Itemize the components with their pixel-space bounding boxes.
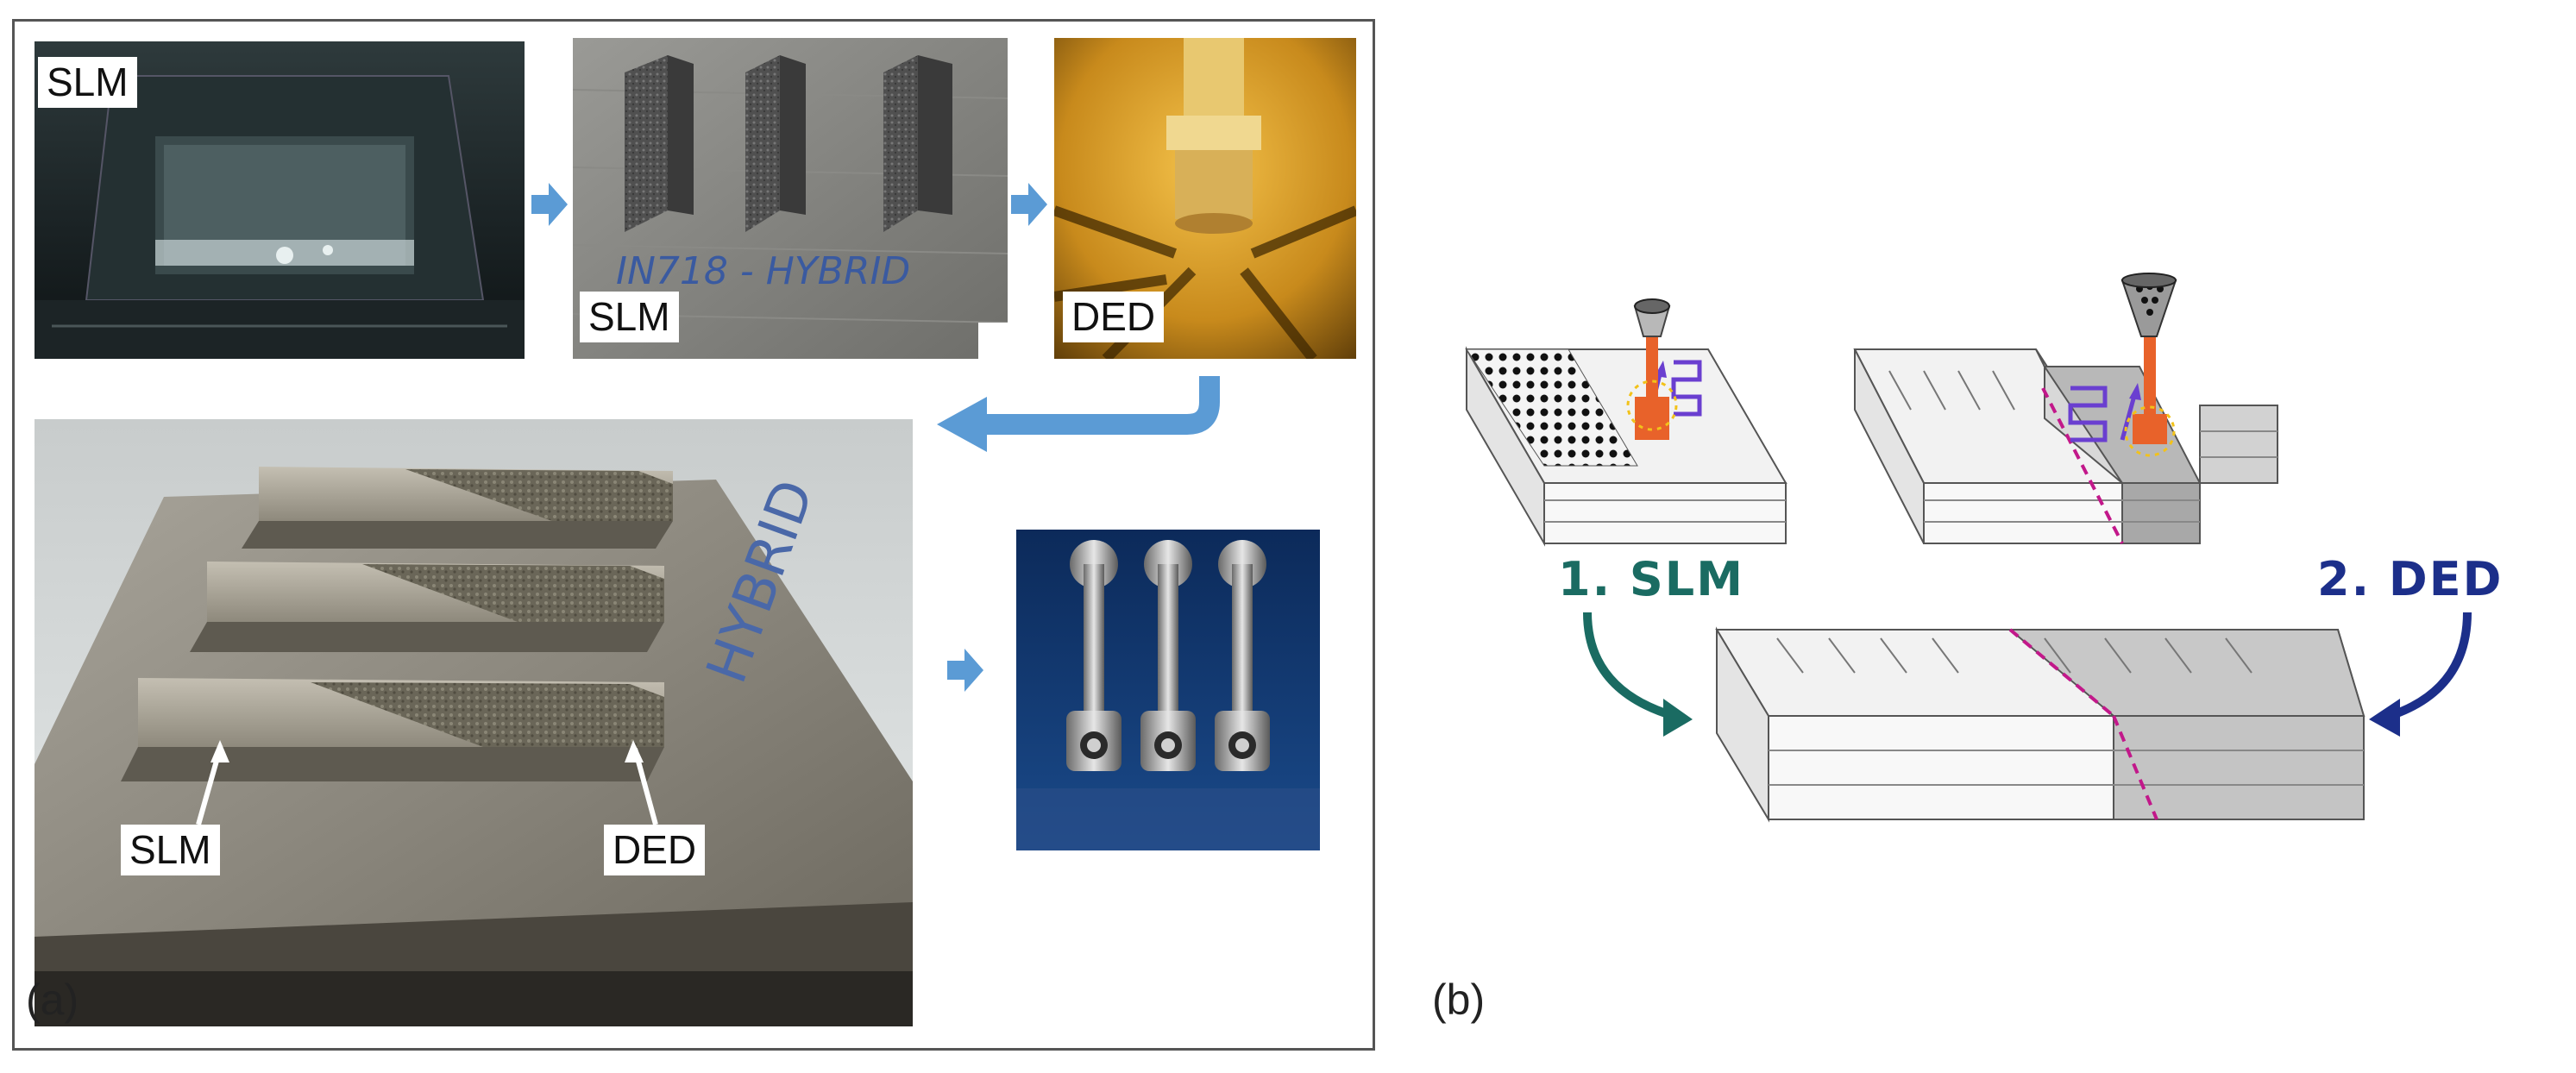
slm-curved-arrow [1583, 612, 1675, 720]
photo3-ded-label: DED [1063, 292, 1165, 342]
slm-block [1465, 298, 1787, 547]
panel-a-frame [12, 19, 1375, 1051]
tensile-specimens-photo [1016, 530, 1320, 850]
panel-b-tag: (b) [1432, 976, 1486, 1024]
photo2-slm-label: SLM [580, 292, 679, 342]
flow-arrow-2 [1011, 183, 1047, 226]
flow-arrow-1 [531, 183, 568, 226]
step1-slm-label: 1. SLM [1558, 552, 1744, 606]
ded-curved-arrow [2388, 612, 2472, 720]
panel-a-tag: (a) [26, 976, 79, 1024]
photo2-handwriting: IN718 - HYBRID [616, 249, 910, 293]
hybrid-part-photo: HYBRID [35, 419, 913, 1026]
slm-machine-photo [35, 41, 525, 359]
flow-arrow-3 [947, 649, 983, 692]
hybrid-result-block [1715, 626, 2366, 823]
main-ded-label: DED [604, 825, 706, 875]
main-slm-label: SLM [121, 825, 220, 875]
flow-return-arrow [937, 376, 1230, 454]
step2-ded-label: 2. DED [2317, 552, 2504, 606]
ded-block [1853, 273, 2278, 544]
hybrid-process-diagram [1441, 267, 2554, 871]
photo1-slm-label: SLM [38, 57, 137, 108]
